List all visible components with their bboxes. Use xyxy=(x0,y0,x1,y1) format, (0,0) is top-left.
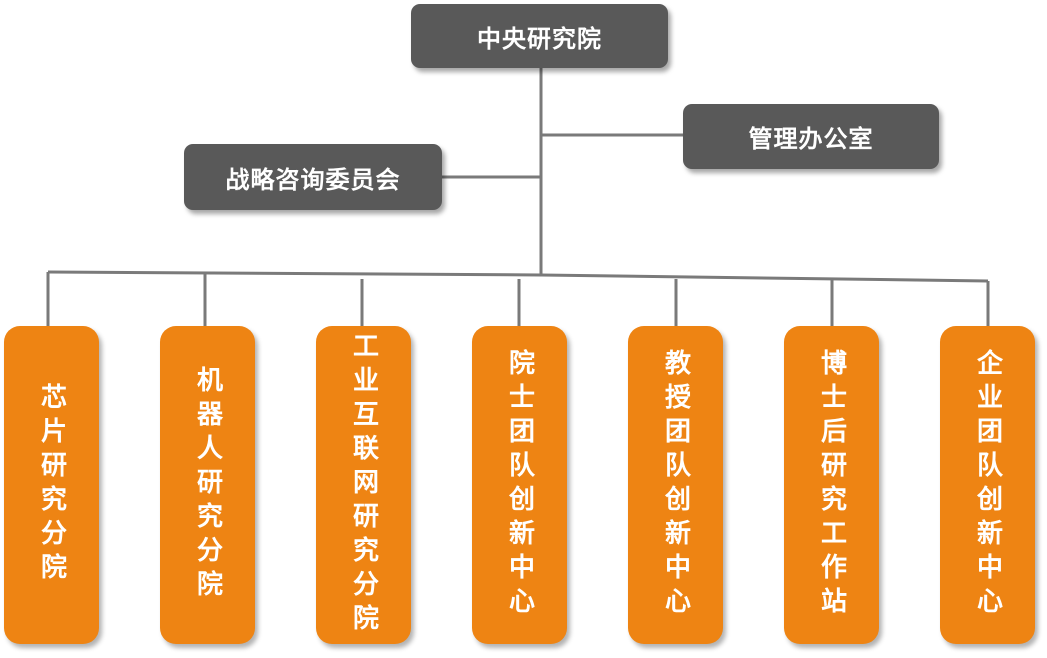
right-side-label: 管理办公室 xyxy=(748,125,874,153)
side-node-right: 管理办公室 xyxy=(683,104,939,169)
unit-label-3: 工业互联网研究分院 xyxy=(348,332,379,638)
unit-label-1: 芯片研究分院 xyxy=(36,383,67,587)
unit-node-5: 教授团队创新中心 xyxy=(628,326,723,644)
unit-label-6: 博士后研究工作站 xyxy=(816,349,847,621)
unit-node-3: 工业互联网研究分院 xyxy=(316,326,411,644)
unit-node-1: 芯片研究分院 xyxy=(4,326,99,644)
unit-node-6: 博士后研究工作站 xyxy=(784,326,879,644)
unit-label-7: 企业团队创新中心 xyxy=(972,349,1003,621)
unit-label-4: 院士团队创新中心 xyxy=(504,349,535,621)
unit-label-2: 机器人研究分院 xyxy=(192,366,223,604)
horizontal-bus xyxy=(47,270,989,283)
side-node-left: 战略咨询委员会 xyxy=(184,144,442,210)
left-side-label: 战略咨询委员会 xyxy=(225,165,401,194)
root-label: 中央研究院 xyxy=(477,24,602,53)
unit-node-7: 企业团队创新中心 xyxy=(940,326,1035,644)
root-node: 中央研究院 xyxy=(411,4,668,68)
unit-node-2: 机器人研究分院 xyxy=(160,326,255,644)
unit-label-5: 教授团队创新中心 xyxy=(660,349,691,621)
unit-node-4: 院士团队创新中心 xyxy=(472,326,567,644)
